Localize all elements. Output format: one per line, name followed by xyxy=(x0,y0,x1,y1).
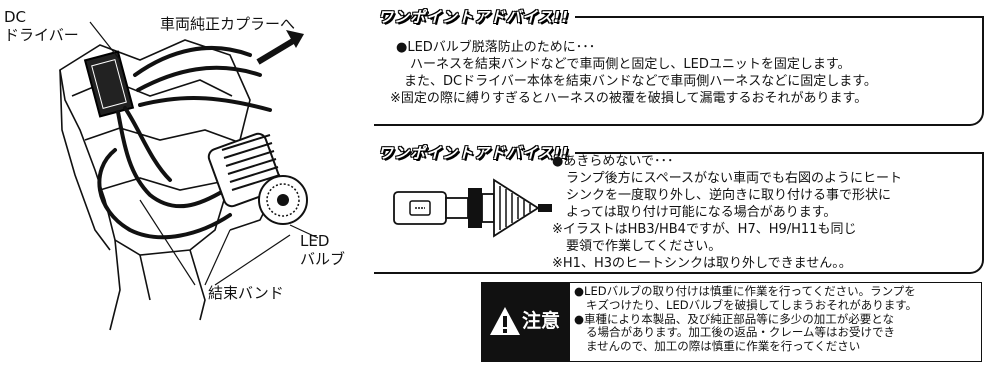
led-bulb-label-line2: バルブ xyxy=(300,250,346,268)
caution-line-2: キズつけたり、LEDバルブを破損してしまうおそれがあります。 xyxy=(586,297,918,312)
headlamp-installation-drawing xyxy=(59,21,319,331)
caution-line-5: ませんので、加工の際は慎重に作業を行ってください xyxy=(586,339,861,354)
warning-triangle-icon xyxy=(490,307,520,335)
tip2-line-5: ※イラストはHB3/HB4ですが、H7、H9/H11も同じ xyxy=(552,222,857,237)
tip-one-point-advice-2: ワンポイントアドバイス!! ●あきらめないで･･･ ランプ後方にスペースがない車… xyxy=(374,138,986,276)
tip2-line-4: よっては取り付け可能になる場合があります。 xyxy=(566,205,837,220)
tip2-line-3: シンクを一度取り外し、逆向きに取り付ける事で形状に xyxy=(566,188,892,203)
dc-driver-label-line2: ドライバー xyxy=(4,26,79,44)
caution-box: 注意 ●LEDバルブの取り付けは慎重に作業を行ってください。ランプを キズつけた… xyxy=(481,282,982,362)
tip1-top-rule xyxy=(534,16,984,18)
tip2-line-1: ●あきらめないで･･･ xyxy=(552,154,674,169)
tip2-line-2: ランプ後方にスペースがない車両でも右図のようにヒート xyxy=(566,171,903,186)
caution-line-1: ●LEDバルブの取り付けは慎重に作業を行ってください。ランプを xyxy=(574,284,916,298)
caution-line-4: る場合があります。加工後の返品・クレーム等はお受けでき xyxy=(586,325,896,340)
dc-driver-label: DC ドライバー xyxy=(4,8,79,44)
band-label: 結束バンド xyxy=(208,284,284,302)
dc-driver-label-line1: DC xyxy=(4,8,27,26)
caution-heading: 注意 xyxy=(522,310,561,332)
led-bulb-label-line1: LED xyxy=(300,232,330,250)
tip1-frame xyxy=(374,16,984,126)
caution-line-3: ●車種により本製品、及び純正部品等に多少の加工が必要とな xyxy=(574,311,894,326)
tip1-line-4: ※固定の際に縛りすぎるとハーネスの被覆を破損して漏電するおそれがあります。 xyxy=(390,91,868,106)
tip2-line-6: 要領で作業してください。 xyxy=(566,239,722,254)
led-bulb-drawing xyxy=(207,132,308,225)
tip1-title: ワンポイントアドバイス!! xyxy=(377,6,576,27)
tip-one-point-advice-1: ワンポイントアドバイス!! ●LEDバルブ脱落防止のために･･･ ハーネスを結束… xyxy=(374,0,986,130)
tip1-line-3: また、DCドライバー本体を結束バンドなどで車両側ハーネスなどに固定します。 xyxy=(404,74,877,89)
tip2-frame xyxy=(374,152,984,274)
tip1-line-2: ハーネスを結束バンドなどで車両側と固定し、LEDユニットを固定します。 xyxy=(410,57,851,72)
installation-illustration: DC ドライバー 車両純正カプラーへ LED バルブ 結束バンド xyxy=(0,0,370,361)
caution-text: ●LEDバルブの取り付けは慎重に作業を行ってください。ランプを キズつけたり、L… xyxy=(574,284,978,354)
tip2-title: ワンポイントアドバイス!! xyxy=(377,142,576,163)
tip1-line-1: ●LEDバルブ脱落防止のために･･･ xyxy=(396,40,596,55)
tip2-top-rule xyxy=(534,152,984,154)
dc-driver-drawing xyxy=(83,50,135,118)
reversed-heatsink-drawing xyxy=(393,178,552,238)
coupler-label: 車両純正カプラーへ xyxy=(160,15,296,33)
caution-heading-block: 注意 xyxy=(482,283,570,361)
tip2-line-7: ※H1、H3のヒートシンクは取り外しできません。。 xyxy=(552,256,852,271)
led-bulb-label: LED バルブ xyxy=(300,232,345,268)
